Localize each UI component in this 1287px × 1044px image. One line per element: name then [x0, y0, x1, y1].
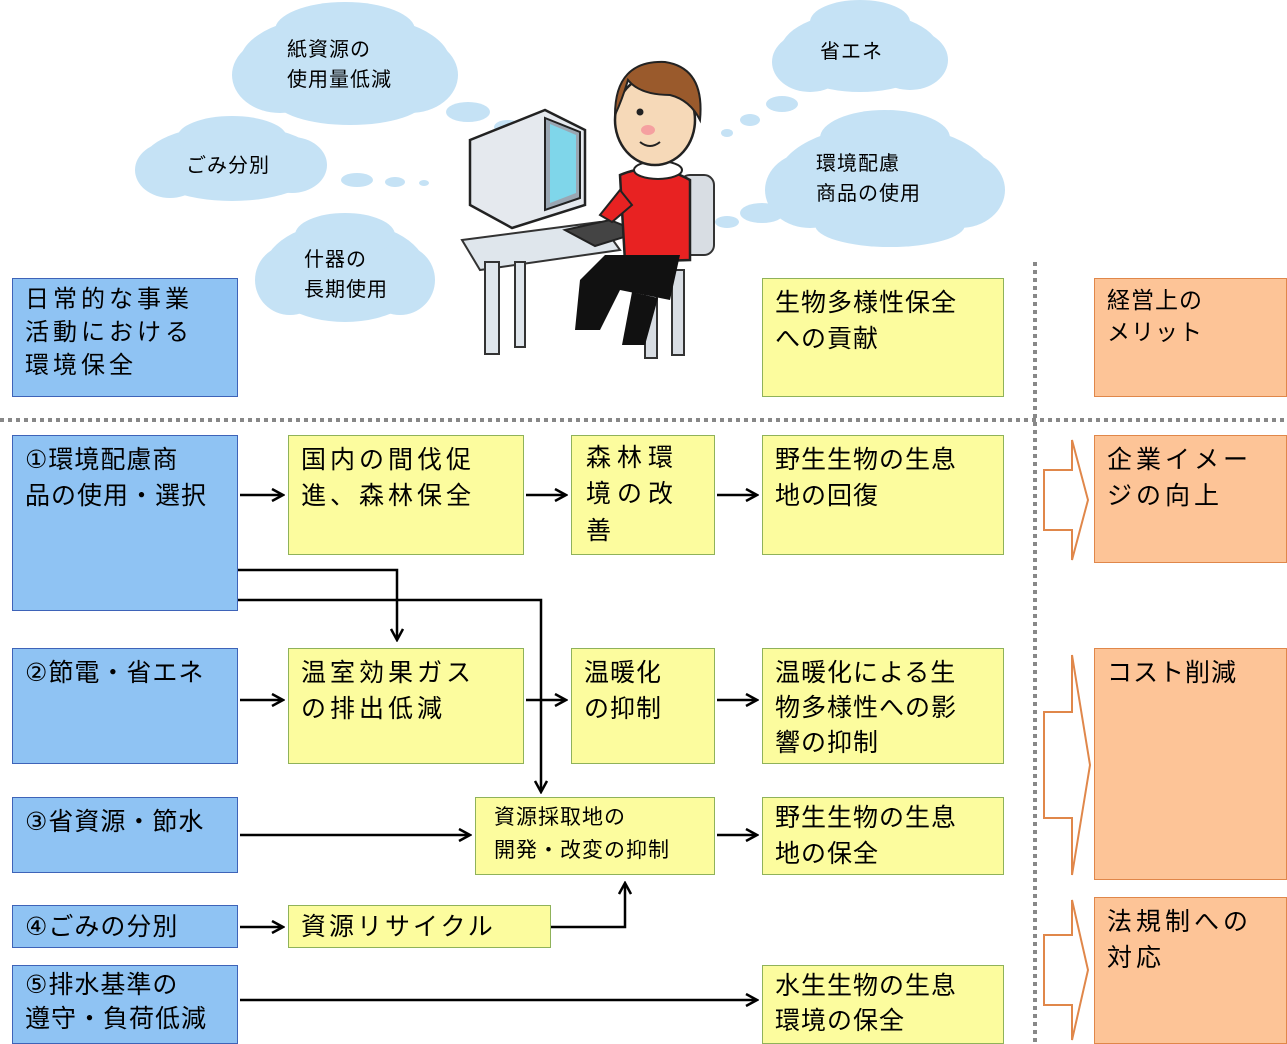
effect-habitat-recovery: 野生生物の生息 地の回復 — [762, 435, 1004, 555]
merit-corporate-image: 企業イメー ジの向上 — [1094, 435, 1287, 563]
effect-resource-recycling: 資源リサイクル — [288, 905, 551, 948]
header-business-merit: 経営上の メリット — [1094, 278, 1287, 397]
arrow-recycle-to-resource-site — [551, 883, 625, 929]
effect-forest-thinning: 国内の間伐促 進、森林保全 — [288, 435, 524, 555]
merit-cost-reduction: コスト削減 — [1094, 648, 1287, 880]
arrow-a1-to-ghg — [238, 568, 397, 640]
cloud-furniture-text: 什器の 長期使用 — [304, 247, 388, 301]
merit-arrow-cost — [1043, 654, 1092, 876]
cloud-eco-text: 環境配慮 商品の使用 — [816, 151, 921, 205]
effect-aquatic-habitat: 水生生物の生息 環境の保全 — [762, 965, 1004, 1044]
header-daily-activities: 日常的な事業 活動における 環境保全 — [12, 278, 238, 397]
cloud-furniture — [255, 213, 435, 322]
action-wastewater: ⑤排水基準の 遵守・負荷低減 — [12, 965, 238, 1044]
cloud-garbage — [135, 116, 327, 201]
cloud-eco — [765, 110, 1005, 247]
action-energy-saving: ②節電・省エネ — [12, 648, 238, 764]
cloud-paper — [232, 2, 458, 125]
header-biodiversity: 生物多様性保全 への貢献 — [762, 278, 1004, 397]
merit-arrow-regulation — [1043, 899, 1090, 1041]
merit-regulation: 法規制への 対応 — [1094, 897, 1287, 1044]
cloud-garbage-text: ごみ分別 — [186, 153, 270, 177]
effect-warming-suppression: 温暖化 の抑制 — [571, 648, 715, 764]
effect-ghg-reduction: 温室効果ガス の排出低減 — [288, 648, 524, 764]
person-at-computer-illustration — [460, 60, 715, 359]
action-eco-products: ①環境配慮商 品の使用・選択 — [12, 435, 238, 611]
arrow-a1-to-resource-site — [238, 598, 541, 792]
effect-forest-environment: 森林環 境の改 善 — [571, 435, 715, 555]
cloud-energy-text: 省エネ — [820, 39, 883, 63]
effect-resource-site-protection: 資源採取地の 開発・改変の抑制 — [475, 797, 715, 875]
cloud-energy — [772, 0, 948, 92]
action-garbage-sorting: ④ごみの分別 — [12, 905, 238, 948]
effect-habitat-protection: 野生生物の生息 地の保全 — [762, 797, 1004, 875]
action-resource-saving: ③省資源・節水 — [12, 797, 238, 873]
merit-arrow-image — [1043, 439, 1090, 561]
effect-warming-biodiversity: 温暖化による生 物多様性への影 響の抑制 — [762, 648, 1004, 764]
cloud-paper-text: 紙資源の 使用量低減 — [287, 37, 392, 91]
